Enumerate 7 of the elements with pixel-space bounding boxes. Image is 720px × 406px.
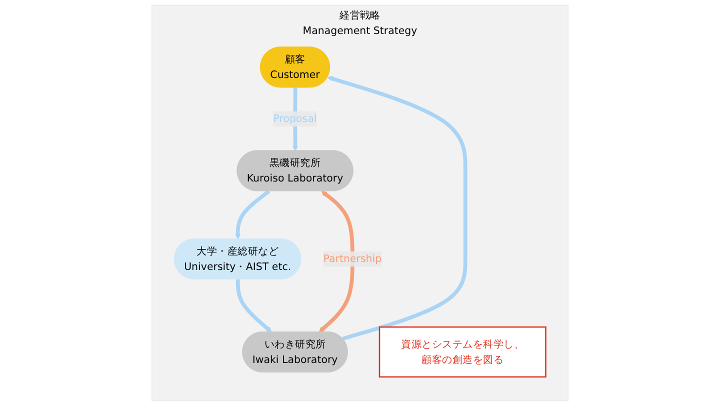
arrow	[235, 190, 270, 240]
edge-label: Partnership	[323, 252, 382, 265]
arrow	[318, 190, 354, 332]
edge-label: Proposal	[273, 112, 317, 125]
arrow	[327, 76, 468, 341]
node-box: 資源とシステムを科学し、顧客の創造を図る	[378, 326, 546, 378]
arrow	[236, 279, 272, 332]
